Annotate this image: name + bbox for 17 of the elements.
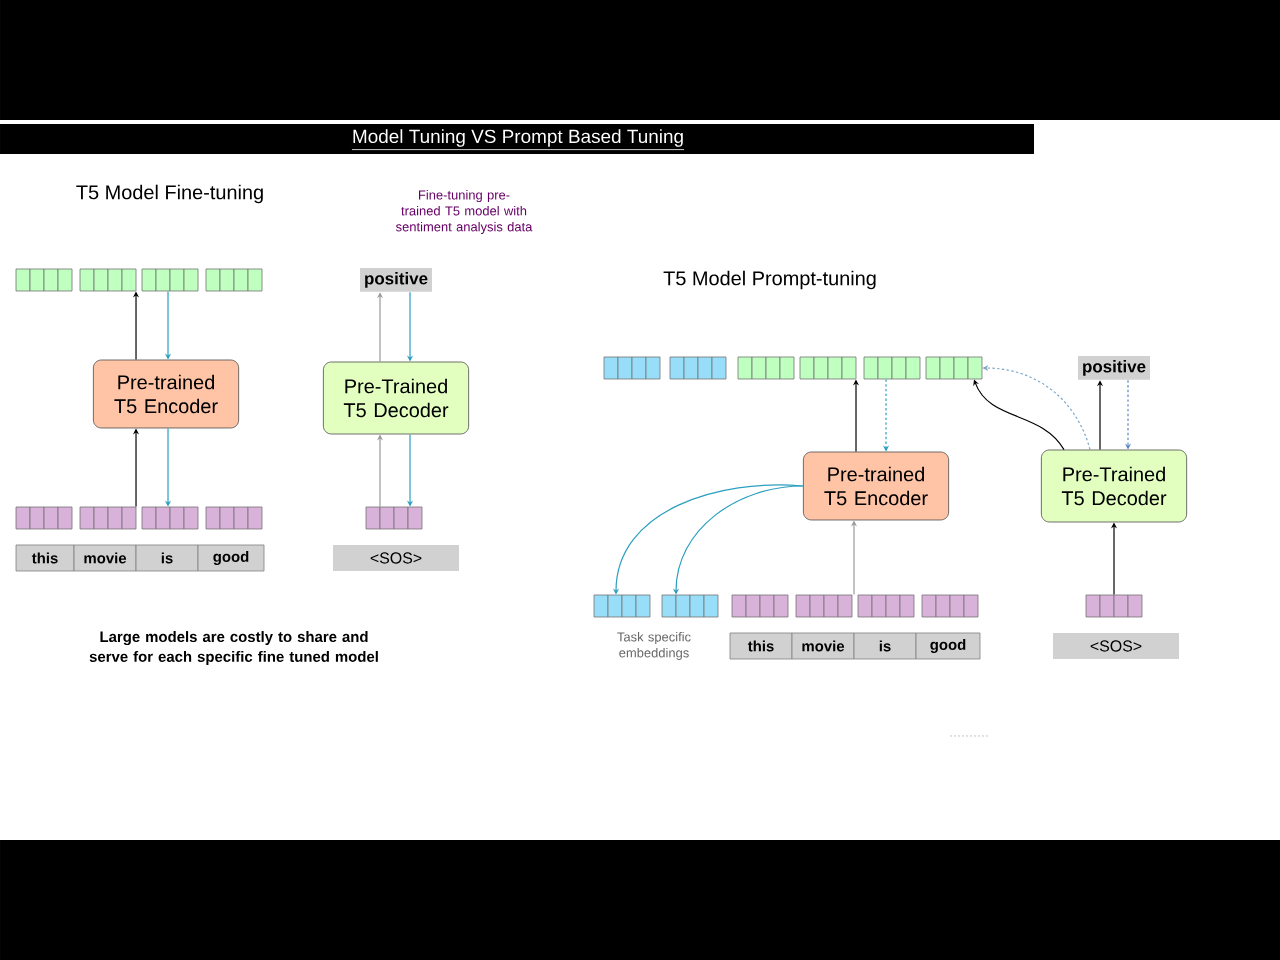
- section-heading: T5 Model Fine-tuning: [76, 184, 263, 204]
- embedding-row: [1085, 594, 1143, 618]
- encoder-box: Pre-trained T5 Encoder: [802, 451, 950, 521]
- encoder-box: Pre-trained T5 Encoder: [92, 359, 240, 429]
- embedding-row: [15, 506, 263, 530]
- embedding-row: [603, 356, 983, 380]
- decoder-box: Pre-Trained T5 Decoder: [1040, 449, 1188, 523]
- output-tag: positive: [1078, 356, 1150, 380]
- arrow: [973, 379, 1065, 451]
- decoder-box: Pre-Trained T5 Decoder: [322, 361, 470, 435]
- embedding-row: [365, 506, 423, 530]
- embedding-row: [593, 594, 651, 618]
- embedding-row: [661, 594, 719, 618]
- output-tag: positive: [360, 268, 432, 292]
- embedding-row: [15, 268, 263, 292]
- title-bar: Model Tuning VS Prompt Based Tuning: [0, 124, 1034, 154]
- embedding-row: [731, 594, 979, 618]
